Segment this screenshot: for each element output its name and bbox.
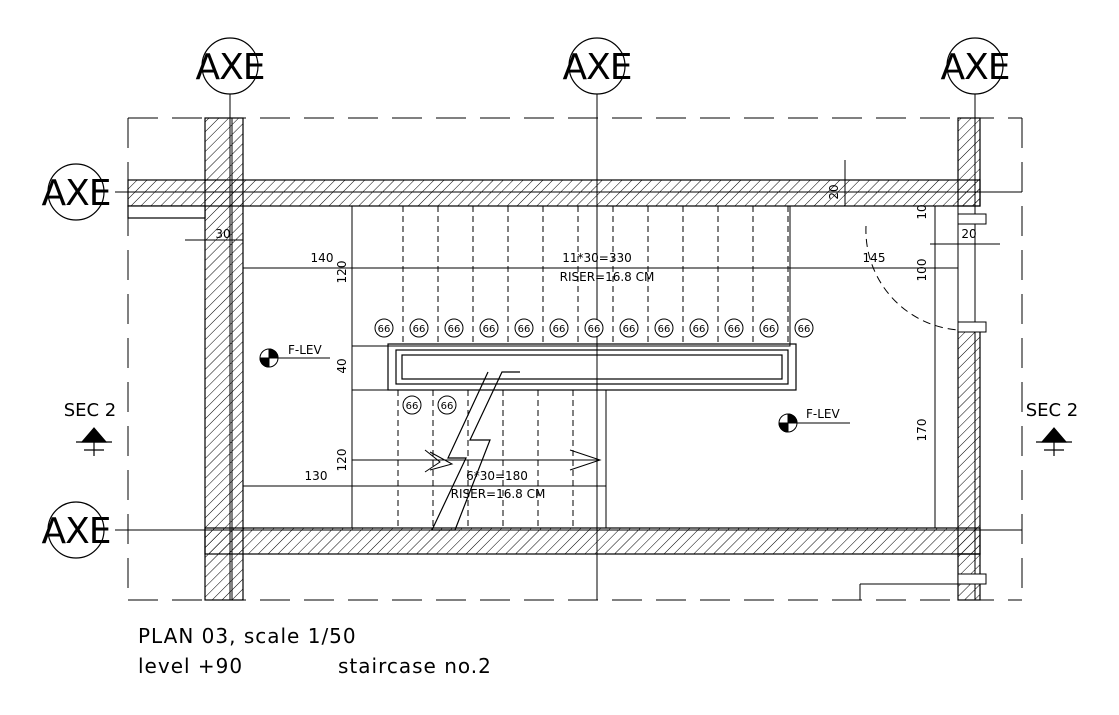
break-line	[431, 371, 520, 531]
dim-upper-flight-formula: 11*30=330	[562, 251, 632, 265]
dim-upper-flight-riser: RISER=16.8 CM	[560, 270, 655, 284]
axe-bubble-top-right	[946, 37, 1004, 95]
step-mark-label: 66	[406, 401, 419, 412]
wall-left-niche	[127, 205, 206, 219]
caption-staircase-name: staircase no.2	[338, 654, 492, 678]
door	[865, 213, 987, 585]
step-mark-circle	[549, 318, 569, 338]
lower-tread-lines	[397, 390, 574, 528]
step-mark-label: 66	[518, 324, 531, 335]
level-label-left: F-LEV	[288, 343, 323, 357]
step-mark-circle	[584, 318, 604, 338]
section-marker-left-icon	[80, 427, 108, 443]
axe-label-left-upper: AXE	[41, 173, 110, 214]
step-mark-circle	[724, 318, 744, 338]
step-mark-label: 66	[588, 324, 601, 335]
step-mark-circle	[619, 318, 639, 338]
lower-step-marks: 66 66	[402, 395, 457, 415]
step-mark-label: 66	[483, 324, 496, 335]
dim-lower-flight-formula: 6*30=180	[466, 469, 528, 483]
dim-lower-flight-width: 120	[335, 449, 349, 472]
wall-right-upper	[957, 117, 981, 207]
step-mark-label: 66	[448, 324, 461, 335]
step-mark-label: 66	[728, 324, 741, 335]
step-mark-label: 66	[693, 324, 706, 335]
lower-flight-treads	[351, 389, 607, 529]
step-mark-label: 66	[378, 324, 391, 335]
axe-label-left-lower: AXE	[41, 511, 110, 552]
dim-upper-top-wall: 20	[827, 184, 841, 199]
step-mark-circle	[794, 318, 814, 338]
step-mark-circle	[437, 395, 457, 415]
section-markers	[76, 427, 1072, 456]
step-mark-circle	[514, 318, 534, 338]
axe-label-top-right: AXE	[940, 47, 1009, 88]
caption-line1: PLAN 03, scale 1/50	[138, 624, 357, 648]
step-mark-label: 66	[763, 324, 776, 335]
step-mark-label: 66	[413, 324, 426, 335]
step-mark-label: 66	[441, 401, 454, 412]
upper-step-marks: 66 66 66 66 66 66 66 66 66 66 66 66 66	[374, 318, 814, 338]
level-markers	[259, 348, 850, 433]
wall-bottom	[204, 527, 981, 555]
dimension-texts: 140 11*30=330 RISER=16.8 CM 130 6*30=180…	[215, 184, 976, 501]
wall-top	[127, 179, 981, 207]
dimension-lines	[185, 160, 1000, 528]
axis-labels: AXE AXE AXE AXE AXE	[41, 47, 1010, 552]
upper-tread-lines	[402, 206, 789, 344]
dim-upper-flight-len: 140	[311, 251, 334, 265]
level-label-right: F-LEV	[806, 407, 841, 421]
step-mark-circle	[374, 318, 394, 338]
step-mark-label: 66	[553, 324, 566, 335]
dim-upper-right-10: 10	[915, 204, 929, 219]
axe-label-top-left: AXE	[195, 47, 264, 88]
axe-bubble-left-lower	[47, 501, 105, 559]
step-mark-circle	[402, 395, 422, 415]
dim-landing-gap: 40	[335, 358, 349, 373]
step-mark-circle	[689, 318, 709, 338]
axe-bubble-top-left	[201, 37, 259, 95]
wall-right-mid	[957, 329, 981, 555]
step-mark-label: 66	[798, 324, 811, 335]
dim-door-offset: 145	[863, 251, 886, 265]
axis-lines	[115, 90, 1022, 600]
step-mark-circle	[444, 318, 464, 338]
step-mark-circle	[759, 318, 779, 338]
axe-bubble-top-center	[568, 37, 626, 95]
axis-bubbles	[47, 37, 1004, 559]
step-mark-label: 66	[623, 324, 636, 335]
step-mark-circle	[654, 318, 674, 338]
dim-right-wall-gap: 20	[961, 227, 976, 241]
dim-lower-flight-riser: RISER=16.8 CM	[451, 487, 546, 501]
dim-lower-right-170: 170	[915, 419, 929, 442]
dashed-boundary	[127, 117, 1023, 601]
axe-label-top-center: AXE	[562, 47, 631, 88]
dim-upper-flight-width: 120	[335, 261, 349, 284]
dim-left-wall-gap: 30	[215, 227, 230, 241]
axe-bubble-left-upper	[47, 163, 105, 221]
direction-arrows	[352, 449, 602, 473]
step-mark-label: 66	[658, 324, 671, 335]
step-mark-circle	[479, 318, 499, 338]
dim-door-width: 100	[915, 259, 929, 282]
handrail	[387, 343, 797, 391]
section-label-right: SEC 2	[1026, 400, 1079, 421]
drawing-caption: PLAN 03, scale 1/50 level +90 staircase …	[138, 624, 492, 678]
step-mark-circle	[409, 318, 429, 338]
dim-lower-flight-len: 130	[305, 469, 328, 483]
section-marker-right-icon	[1040, 427, 1068, 443]
caption-level: level +90	[138, 654, 243, 678]
section-label-left: SEC 2	[64, 400, 117, 421]
